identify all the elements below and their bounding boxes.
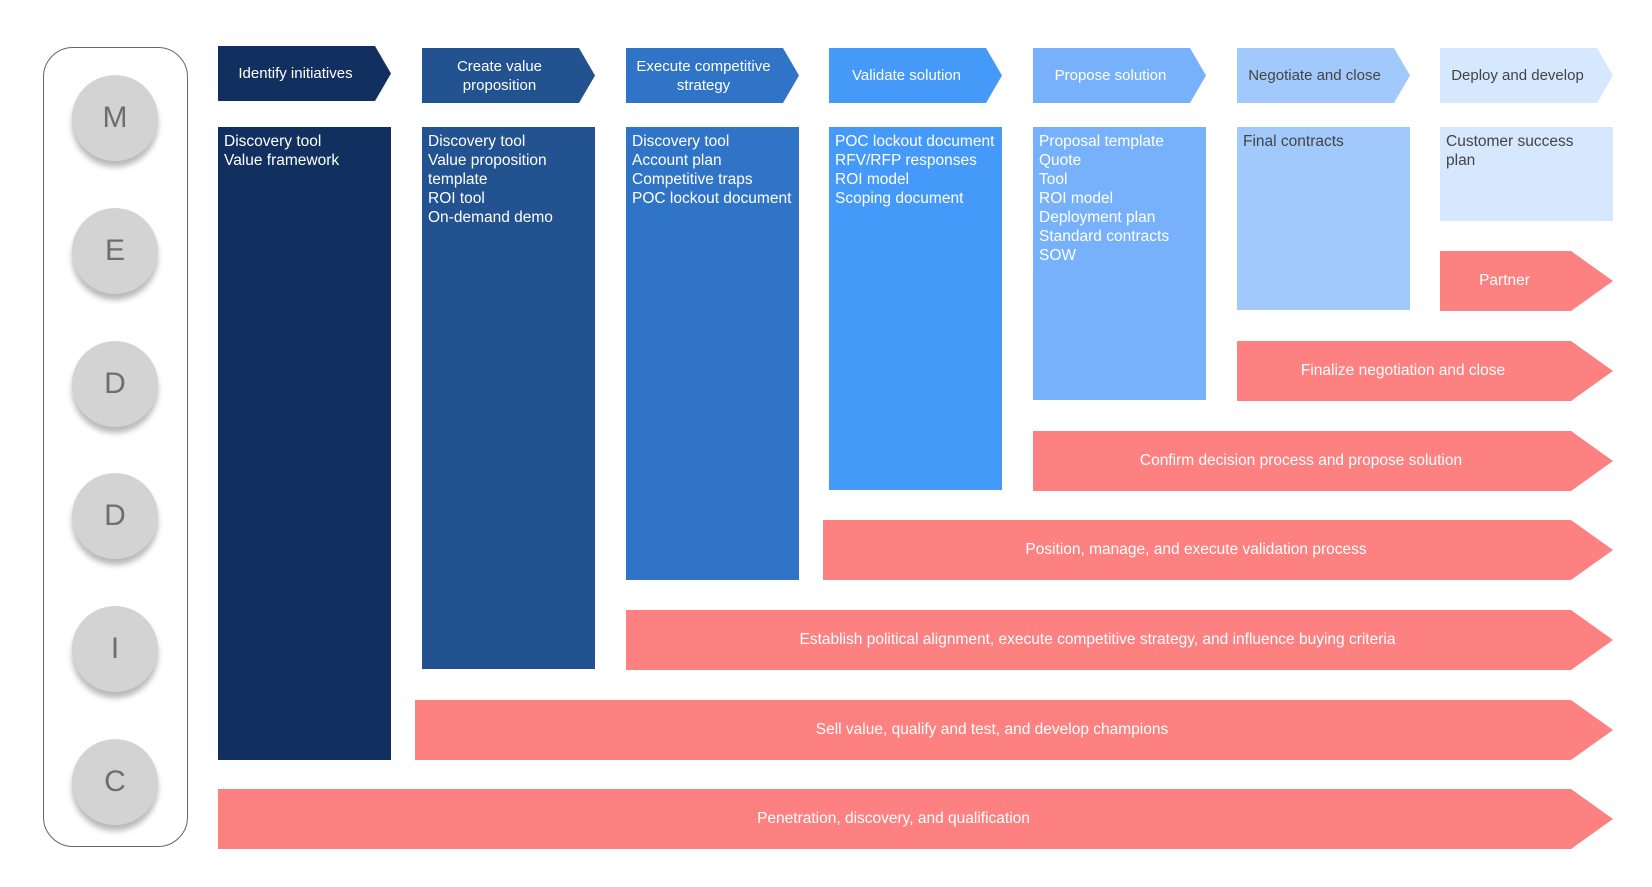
deliverables-execute-competitive-strategy: Discovery tool Account plan Competitive …	[626, 127, 799, 580]
deliverable-item: Final contracts	[1243, 133, 1344, 150]
deliverable-item: Value proposition template	[428, 152, 547, 188]
stage-propose-solution: Propose solution	[1033, 48, 1206, 103]
deliverable-item: Value framework	[224, 152, 340, 169]
stage-create-value-proposition: Create value proposition	[422, 48, 595, 103]
deliverable-item: Account plan	[632, 152, 722, 169]
deliverable-item: Discovery tool	[428, 133, 526, 150]
deliverable-item: ROI model	[835, 171, 910, 188]
meddic-rail	[43, 47, 188, 847]
stage-validate-solution: Validate solution	[829, 48, 1002, 103]
deliverable-item: RFV/RFP responses	[835, 152, 977, 169]
bar-partner: Partner	[1440, 251, 1613, 311]
bar-penetration-discovery: Penetration, discovery, and qualificatio…	[218, 789, 1613, 849]
stage-identify-initiatives: Identify initiatives	[218, 46, 391, 101]
deliverable-item: ROI model	[1039, 190, 1114, 207]
deliverable-item: On-demand demo	[428, 209, 553, 226]
meddic-circle-i: I	[72, 606, 158, 692]
deliverable-item: Customer success plan	[1446, 133, 1574, 169]
deliverable-item: Quote	[1039, 152, 1082, 169]
meddic-circle-d1: D	[72, 341, 158, 427]
deliverables-validate-solution: POC lockout document RFV/RFP responses R…	[829, 127, 1002, 490]
bar-sell-value: Sell value, qualify and test, and develo…	[415, 700, 1613, 760]
bar-confirm-decision-process: Confirm decision process and propose sol…	[1033, 431, 1613, 491]
meddic-circle-e: E	[72, 208, 158, 294]
deliverables-deploy-and-develop: Customer success plan	[1440, 127, 1613, 221]
stage-execute-competitive-strategy: Execute competitive strategy	[626, 48, 799, 103]
deliverable-item: POC lockout document	[632, 190, 792, 207]
deliverables-identify-initiatives: Discovery tool Value framework	[218, 127, 391, 760]
deliverable-item: POC lockout document	[835, 133, 995, 150]
deliverable-item: SOW	[1039, 247, 1077, 264]
stage-negotiate-and-close: Negotiate and close	[1237, 48, 1410, 103]
deliverables-negotiate-and-close: Final contracts	[1237, 127, 1410, 310]
deliverable-item: Standard contracts	[1039, 228, 1170, 245]
deliverable-item: Deployment plan	[1039, 209, 1156, 226]
meddic-circle-m: M	[72, 75, 158, 161]
deliverables-propose-solution: Proposal template Quote Tool ROI model D…	[1033, 127, 1206, 400]
stage-deploy-and-develop: Deploy and develop	[1440, 48, 1613, 103]
deliverable-item: Discovery tool	[632, 133, 730, 150]
deliverable-item: Proposal template	[1039, 133, 1164, 150]
deliverable-item: Scoping document	[835, 190, 964, 207]
bar-establish-political-alignment: Establish political alignment, execute c…	[626, 610, 1613, 670]
deliverable-item: ROI tool	[428, 190, 485, 207]
bar-finalize-negotiation: Finalize negotiation and close	[1237, 341, 1613, 401]
bar-position-validation-process: Position, manage, and execute validation…	[823, 520, 1613, 580]
deliverables-create-value-proposition: Discovery tool Value proposition templat…	[422, 127, 595, 669]
deliverable-item: Tool	[1039, 171, 1068, 188]
deliverable-item: Discovery tool	[224, 133, 322, 150]
deliverable-item: Competitive traps	[632, 171, 753, 188]
meddic-circle-c: C	[72, 739, 158, 825]
meddic-circle-d2: D	[72, 473, 158, 559]
